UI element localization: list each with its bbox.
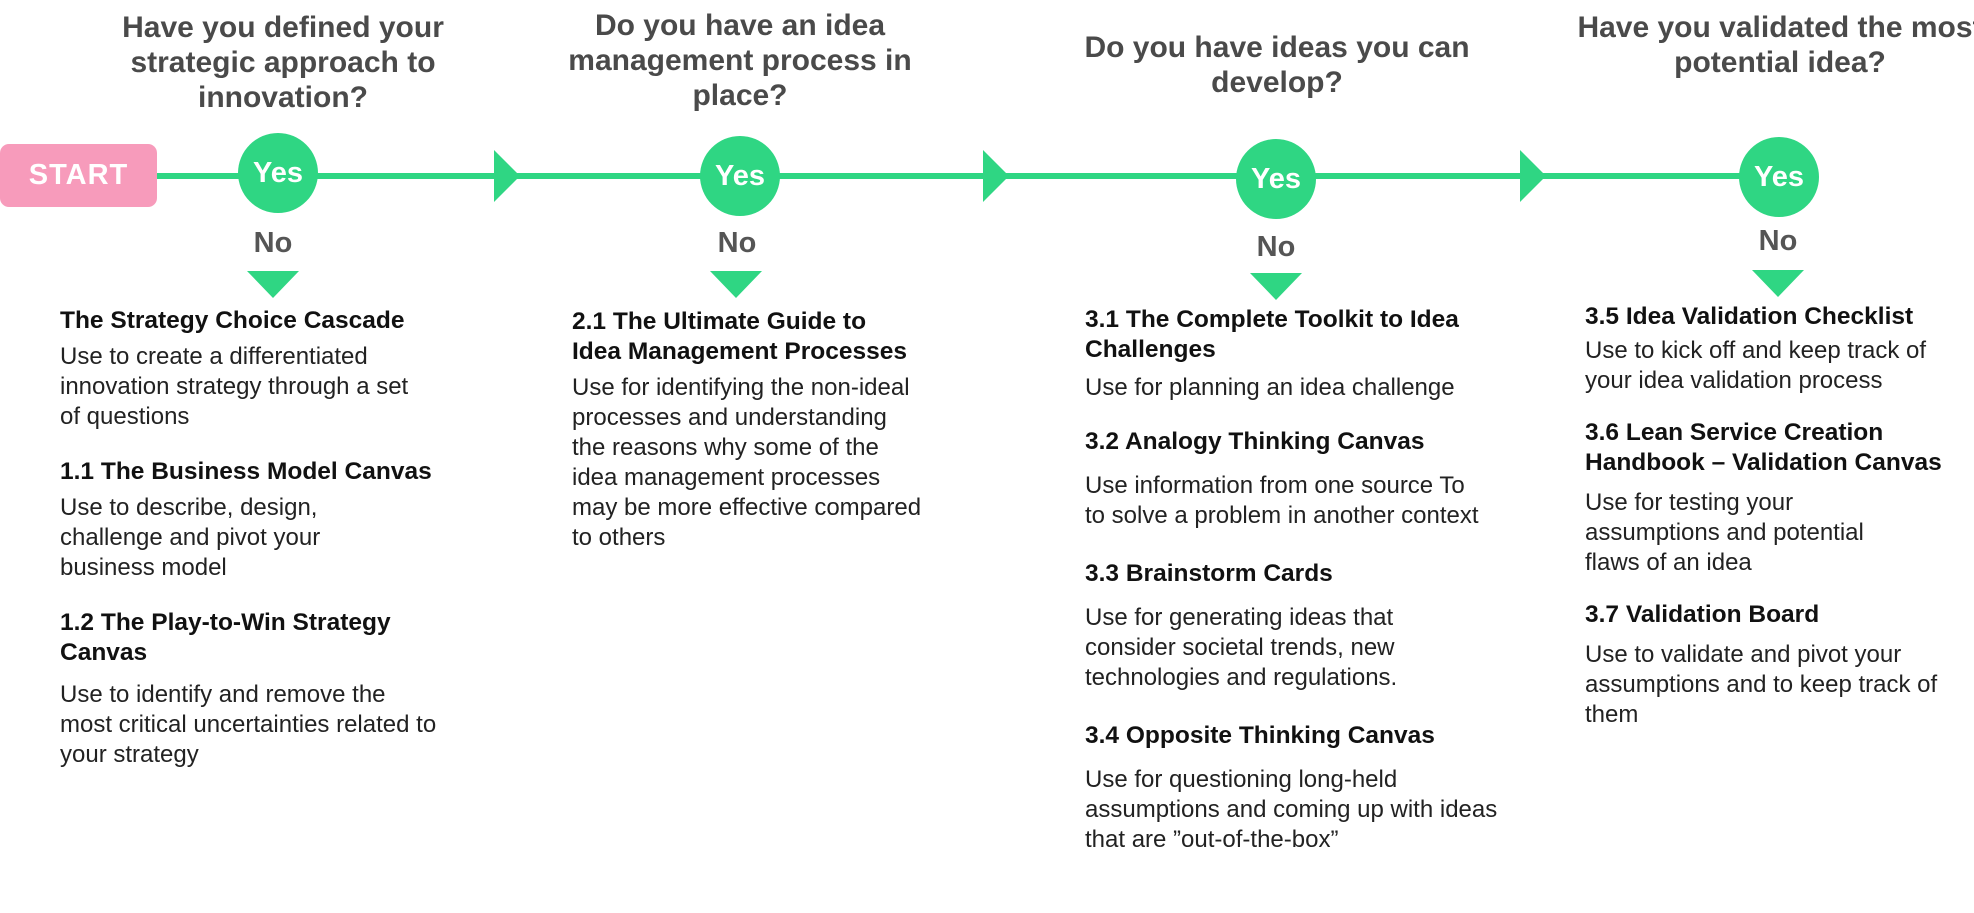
resource-title[interactable]: 2.1 The Ultimate Guide to Idea Managemen… — [572, 308, 907, 365]
step-2-no-arrow-icon — [710, 271, 762, 298]
resource-title[interactable]: 3.4 Opposite Thinking Canvas — [1085, 722, 1435, 749]
flow-arrow-2 — [983, 150, 1009, 202]
step-1-no-arrow-icon — [247, 271, 299, 298]
step-3-no-arrow-icon — [1250, 273, 1302, 300]
step-3-yes: Yes — [1236, 139, 1316, 219]
step-3-question: Do you have ideas you can develop? — [1084, 31, 1470, 99]
flow-arrow-3 — [1520, 150, 1546, 202]
step-1-yes: Yes — [238, 133, 318, 213]
resource-description: Use information from one source To to so… — [1085, 472, 1479, 529]
resource-title[interactable]: 3.3 Brainstorm Cards — [1085, 560, 1333, 587]
resource-description: Use to identify and remove the most crit… — [60, 681, 437, 768]
resource-item: 3.5 Idea Validation Checklist Use to kic… — [1585, 302, 1970, 396]
step-3-no: No — [1256, 231, 1296, 263]
resource-item: 3.4 Opposite Thinking Canvas Use for que… — [1085, 721, 1505, 855]
resource-description: Use to kick off and keep track of your i… — [1585, 337, 1927, 394]
resource-item: 3.2 Analogy Thinking Canvas Use informat… — [1085, 427, 1505, 531]
start-button: START — [0, 144, 157, 207]
step-3-resources: 3.1 The Complete Toolkit to Idea Challen… — [1085, 305, 1505, 855]
flow-arrow-1 — [494, 150, 520, 202]
step-2-yes: Yes — [700, 136, 780, 216]
resource-item: 2.1 The Ultimate Guide to Idea Managemen… — [572, 307, 932, 553]
step-1-no: No — [253, 227, 293, 259]
step-4-resources: 3.5 Idea Validation Checklist Use to kic… — [1585, 302, 1970, 730]
resource-title[interactable]: 3.7 Validation Board — [1585, 601, 1820, 628]
resource-description: Use to create a differentiated innovatio… — [60, 343, 409, 430]
step-1-question: Have you defined your strategic approach… — [122, 11, 444, 114]
step-4-yes: Yes — [1739, 137, 1819, 217]
resource-item: 3.3 Brainstorm Cards Use for generating … — [1085, 559, 1505, 693]
resource-description: Use to validate and pivot your assumptio… — [1585, 641, 1938, 728]
resource-title[interactable]: 3.2 Analogy Thinking Canvas — [1085, 428, 1425, 455]
resource-description: Use to describe, design, challenge and p… — [60, 494, 321, 581]
resource-title[interactable]: 3.5 Idea Validation Checklist — [1585, 303, 1914, 330]
resource-item: 1.2 The Play-to-Win Strategy Canvas Use … — [60, 608, 460, 770]
resource-title[interactable]: The Strategy Choice Cascade — [60, 307, 405, 334]
resource-title[interactable]: 3.1 The Complete Toolkit to Idea Challen… — [1085, 306, 1459, 363]
step-2-no: No — [717, 227, 757, 259]
resource-item: 3.7 Validation Board Use to validate and… — [1585, 600, 1970, 730]
resource-title[interactable]: 1.1 The Business Model Canvas — [60, 458, 432, 485]
step-4-no-arrow-icon — [1752, 270, 1804, 297]
resource-description: Use for questioning long-held assumption… — [1085, 766, 1498, 853]
step-2-question: Do you have an idea management process i… — [568, 9, 912, 112]
resource-item: The Strategy Choice Cascade Use to creat… — [60, 306, 460, 432]
resource-item: 1.1 The Business Model Canvas Use to des… — [60, 457, 460, 583]
resource-description: Use for testing your assumptions and pot… — [1585, 489, 1864, 576]
step-1-resources: The Strategy Choice Cascade Use to creat… — [60, 306, 460, 770]
resource-description: Use for identifying the non-ideal proces… — [572, 374, 922, 551]
resource-description: Use for generating ideas that consider s… — [1085, 604, 1398, 691]
resource-item: 3.6 Lean Service Creation Handbook – Val… — [1585, 418, 1970, 578]
step-4-question: Have you validated the most potential id… — [1577, 11, 1974, 79]
resource-item: 3.1 The Complete Toolkit to Idea Challen… — [1085, 305, 1505, 403]
step-2-resources: 2.1 The Ultimate Guide to Idea Managemen… — [572, 307, 932, 553]
step-4-no: No — [1758, 225, 1798, 257]
resource-title[interactable]: 1.2 The Play-to-Win Strategy Canvas — [60, 609, 391, 666]
resource-description: Use for planning an idea challenge — [1085, 374, 1455, 401]
resource-title[interactable]: 3.6 Lean Service Creation Handbook – Val… — [1585, 419, 1942, 476]
